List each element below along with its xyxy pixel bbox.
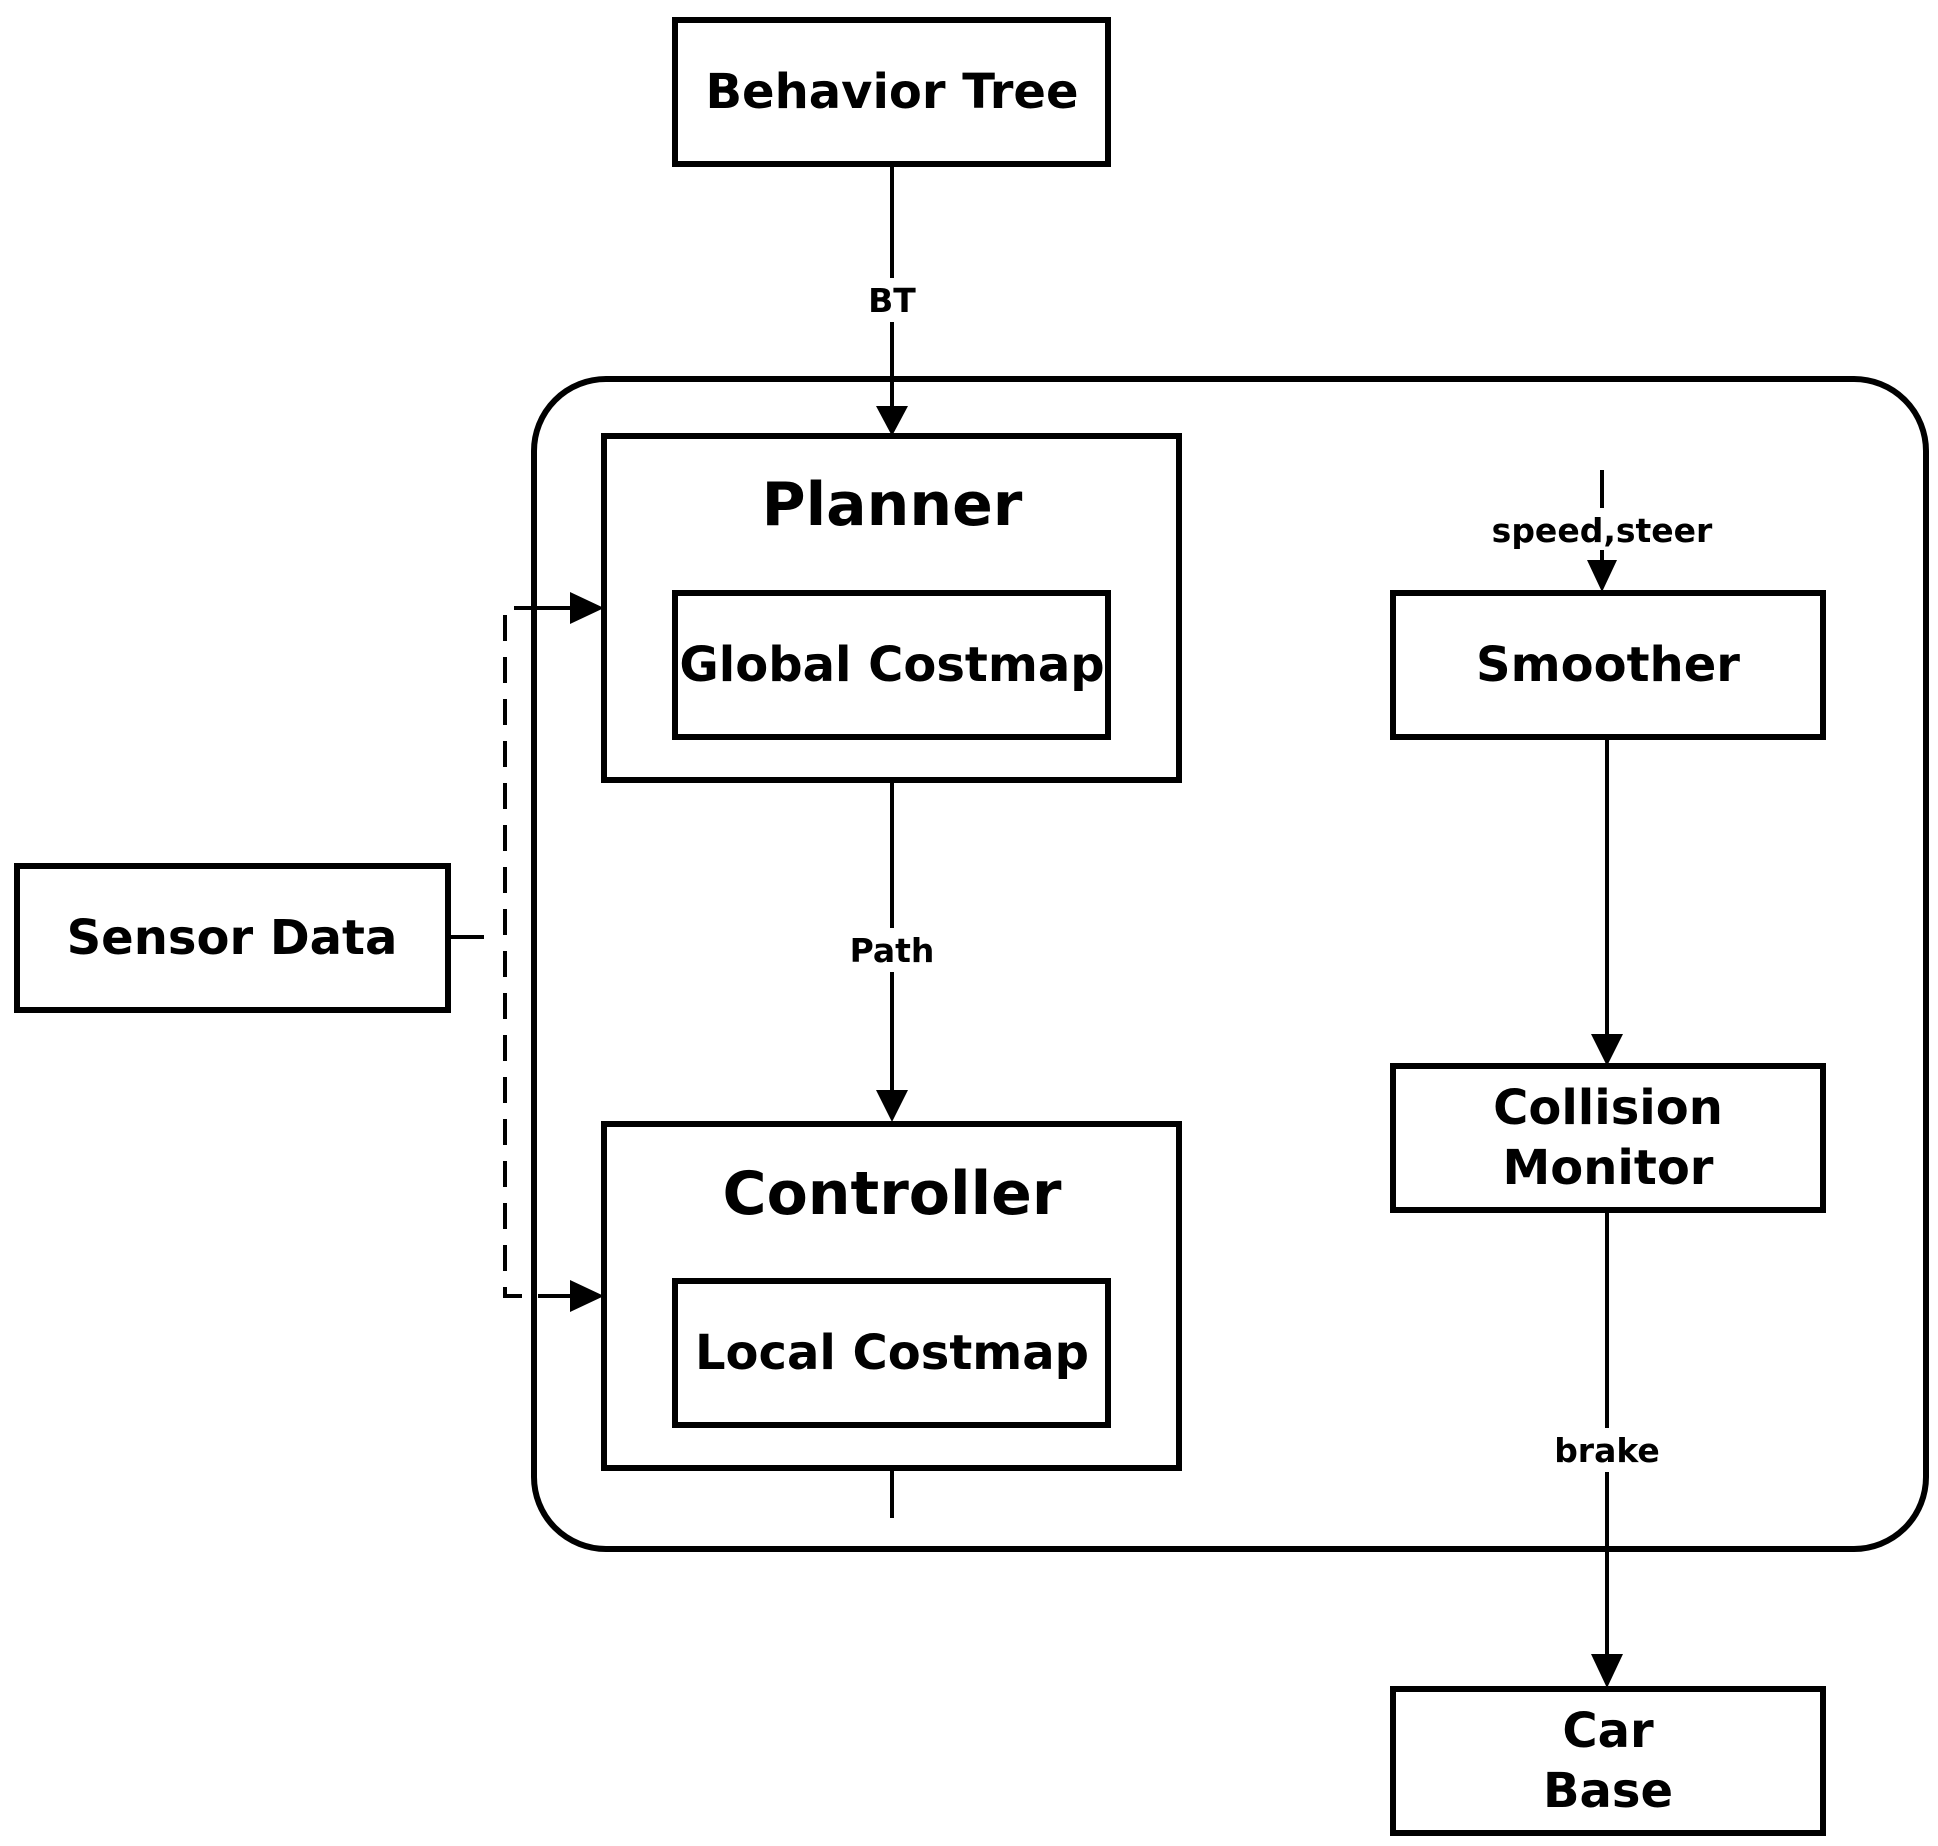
navigation-stack-group <box>531 376 1929 1552</box>
behavior-tree-label: Behavior Tree <box>705 64 1078 120</box>
sensor-to-planner-arrowhead <box>570 592 604 624</box>
car-base-label-line1: Car <box>1562 1703 1654 1759</box>
sensor-data-label: Sensor Data <box>67 910 398 966</box>
sensor-data-box <box>14 863 451 1013</box>
local-costmap-box <box>672 1278 1111 1428</box>
smoother-label: Smoother <box>1476 637 1740 693</box>
edge-speed-steer-arrowhead <box>1587 560 1617 592</box>
edge-smoother-collision-arrowhead <box>1591 1034 1623 1066</box>
edge-bt-arrowhead <box>876 406 908 436</box>
controller-label: Controller <box>723 1159 1062 1229</box>
sensor-dashed-bracket <box>503 606 540 1298</box>
edge-label-path: Path <box>850 931 935 970</box>
global-costmap-box <box>672 590 1111 740</box>
edge-brake-arrowhead <box>1591 1654 1623 1688</box>
edge-label-speed-steer: speed,steer <box>1492 511 1713 550</box>
global-costmap-label: Global Costmap <box>679 637 1104 693</box>
behavior-tree-box <box>672 17 1111 167</box>
edge-label-brake: brake <box>1554 1431 1660 1470</box>
planner-label: Planner <box>762 470 1023 540</box>
car-base-label-line2: Base <box>1543 1763 1673 1819</box>
car-base-box <box>1390 1686 1826 1836</box>
edge-label-bt: BT <box>868 281 916 320</box>
edge-path-arrowhead <box>876 1090 908 1122</box>
collision-monitor-label-line2: Monitor <box>1503 1140 1714 1196</box>
local-costmap-label: Local Costmap <box>695 1325 1089 1381</box>
collision-monitor-label-line1: Collision <box>1493 1080 1723 1136</box>
sensor-to-controller-arrowhead <box>570 1280 604 1312</box>
smoother-box <box>1390 590 1826 740</box>
collision-monitor-box <box>1390 1063 1826 1213</box>
